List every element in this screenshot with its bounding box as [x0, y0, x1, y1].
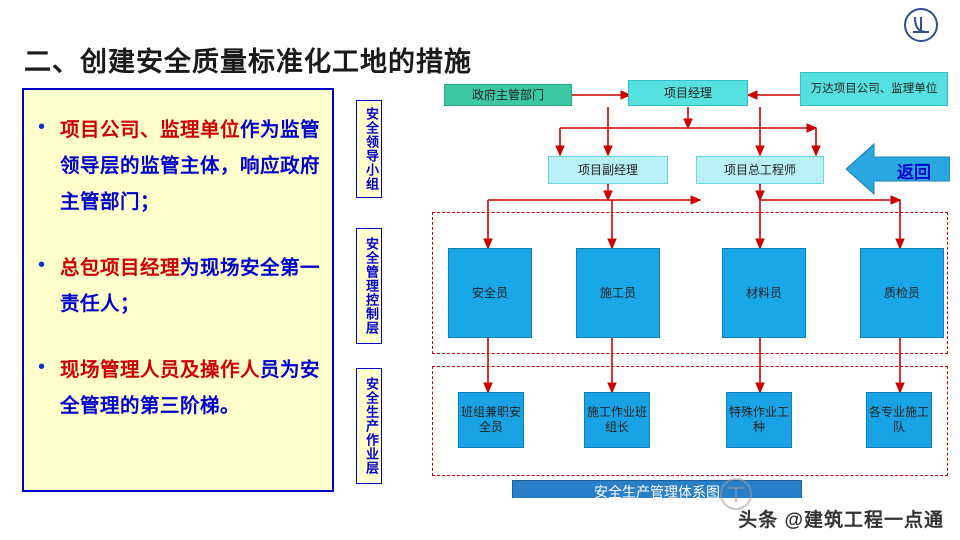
node-work-team-leader[interactable]: 施工作业班组长 [584, 392, 650, 448]
node-project-manager[interactable]: 项目经理 [628, 80, 748, 106]
bullet-text: 现场管理人员及操作人员为安全管理的第三阶梯。 [60, 352, 322, 424]
toutiao-watermark-icon [716, 474, 756, 514]
node-quality-inspector[interactable]: 质检员 [860, 248, 944, 338]
circular-brand-logo-icon [904, 8, 938, 42]
bullet-marker: • [38, 356, 46, 378]
group-frame-control-layer [432, 212, 948, 354]
node-chief-engineer[interactable]: 项目总工程师 [696, 156, 824, 184]
layer-label-leadership: 安全领导小组 [356, 100, 382, 198]
watermark-text: 头条 @建筑工程一点通 [738, 510, 944, 531]
group-frame-operation-layer [432, 366, 948, 476]
bullet-highlight: 总包项目经理 [60, 257, 181, 279]
node-government[interactable]: 政府主管部门 [444, 84, 572, 106]
list-item: • 总包项目经理为现场安全第一责任人； [38, 250, 322, 322]
list-item: • 项目公司、监理单位作为监管领导层的监管主体，响应政府主管部门； [38, 112, 322, 220]
list-item: • 现场管理人员及操作人员为安全管理的第三阶梯。 [38, 352, 322, 424]
node-deputy-manager[interactable]: 项目副经理 [548, 156, 668, 184]
node-material-officer[interactable]: 材料员 [722, 248, 806, 338]
layer-label-control: 安全管理控制层 [356, 228, 382, 344]
bullet-highlight: 项目公司、监理单位 [60, 119, 241, 141]
footer-bar [0, 498, 960, 540]
bullet-marker: • [38, 116, 46, 138]
node-construction-officer[interactable]: 施工员 [576, 248, 660, 338]
bullet-text: 项目公司、监理单位作为监管领导层的监管主体，响应政府主管部门； [60, 112, 322, 220]
measures-panel: • 项目公司、监理单位作为监管领导层的监管主体，响应政府主管部门； • 总包项目… [22, 88, 334, 492]
node-wanda-company[interactable]: 万达项目公司、监理单位 [800, 72, 948, 106]
layer-label-operation: 安全生产作业层 [356, 368, 382, 484]
bullet-marker: • [38, 254, 46, 276]
bullet-normal: 员为安全管理的第三阶梯。 [60, 359, 321, 417]
node-professional-team[interactable]: 各专业施工队 [866, 392, 932, 448]
page-title: 二、创建安全质量标准化工地的措施 [24, 47, 472, 77]
node-team-safety-officer[interactable]: 班组兼职安全员 [458, 392, 524, 448]
bullet-highlight: 现场管理人员及操作人 [60, 359, 261, 381]
bullet-normal: 为现场安全第一责任人； [60, 257, 321, 315]
bullet-text: 总包项目经理为现场安全第一责任人； [60, 250, 322, 322]
bullet-normal: 作为监管领导层的监管主体，响应政府主管部门； [60, 119, 321, 213]
return-button[interactable] [846, 140, 950, 198]
return-button-label[interactable]: 返回 [897, 163, 931, 182]
node-special-operation-worker[interactable]: 特殊作业工种 [726, 392, 792, 448]
node-safety-officer[interactable]: 安全员 [448, 248, 532, 338]
